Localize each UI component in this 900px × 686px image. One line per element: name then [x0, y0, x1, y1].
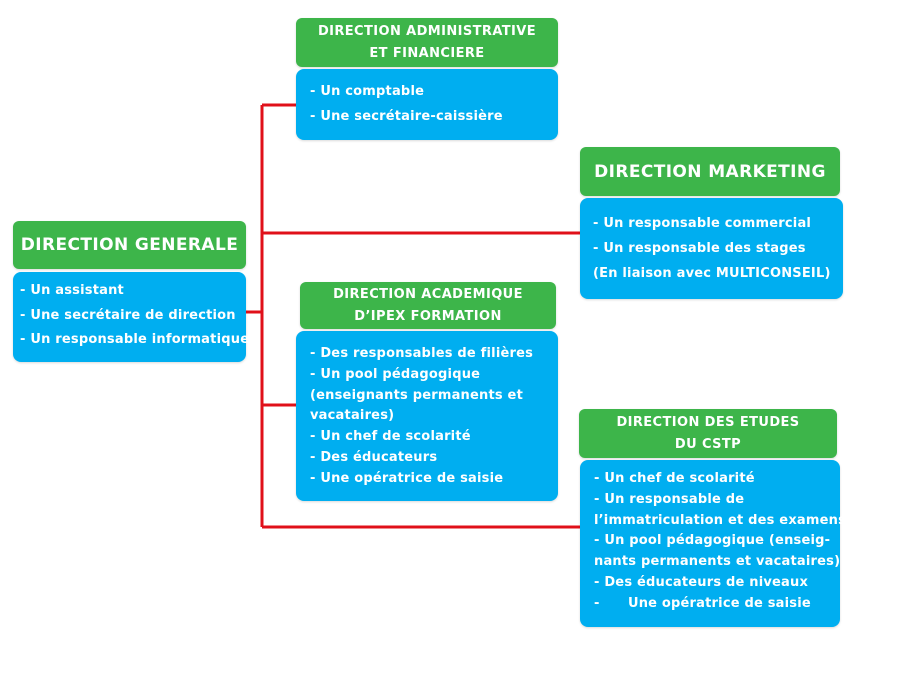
direction-marketing-title: DIRECTION MARKETING [594, 161, 826, 182]
direction-etudes-body: - Un chef de scolarité - Un responsable … [580, 460, 847, 627]
list-item: - Une opératrice de saisie [310, 470, 504, 486]
direction-academique-title-line2: D’IPEX FORMATION [354, 308, 502, 324]
list-item: (En liaison avec MULTICONSEIL) [593, 266, 831, 281]
direction-marketing-header: DIRECTION MARKETING [580, 147, 840, 196]
list-item: - Une secrétaire-caissière [310, 109, 503, 124]
list-item: - Un comptable [310, 84, 425, 99]
direction-marketing-body: - Un responsable commercial - Un respons… [580, 198, 843, 299]
list-item: - Un chef de scolarité [310, 429, 471, 445]
direction-generale-header: DIRECTION GENERALE [13, 221, 246, 269]
direction-generale-body: - Un assistant - Une secrétaire de direc… [13, 272, 250, 362]
list-item: - Une secrétaire de direction [20, 307, 236, 323]
list-item: (enseignants permanents et [310, 387, 523, 403]
list-item: - Un responsable commercial [593, 216, 812, 231]
direction-administrative-title-line2: ET FINANCIERE [369, 45, 485, 61]
direction-academique-header: DIRECTION ACADEMIQUE D’IPEX FORMATION [300, 282, 556, 329]
list-item: - Des éducateurs de niveaux [594, 574, 809, 590]
list-item: - Des responsables de filières [310, 346, 534, 361]
direction-administrative-header: DIRECTION ADMINISTRATIVE ET FINANCIERE [296, 18, 558, 67]
direction-etudes-title-line1: DIRECTION DES ETUDES [616, 414, 800, 430]
list-item: - Un assistant [20, 283, 124, 298]
direction-administrative-body: - Un comptable - Une secrétaire-caissièr… [296, 69, 558, 140]
direction-administrative-title-line1: DIRECTION ADMINISTRATIVE [317, 23, 537, 39]
list-item: nants permanents et vacataires) [594, 554, 841, 570]
list-item: - Des éducateurs [310, 449, 438, 465]
list-item: vacataires) [310, 408, 395, 424]
list-item: - Un pool pédagogique (enseig- [594, 533, 831, 549]
list-item: - Une opératrice de saisie [594, 595, 811, 611]
direction-academique-title-line1: DIRECTION ACADEMIQUE [333, 286, 523, 302]
list-item: - Un responsable de [594, 491, 745, 507]
list-item: - Un responsable informatique [20, 332, 250, 347]
direction-etudes-header: DIRECTION DES ETUDES DU CSTP [579, 409, 837, 458]
direction-etudes-title-line2: DU CSTP [674, 436, 742, 452]
list-item: - Un pool pédagogique [310, 366, 481, 382]
direction-academique-body: - Des responsables de filières - Un pool… [296, 331, 558, 501]
direction-generale-title: DIRECTION GENERALE [20, 235, 239, 255]
list-item: - Un chef de scolarité [594, 471, 755, 486]
list-item: - Un responsable des stages [593, 241, 806, 256]
list-item: l’immatriculation et des examens [594, 512, 847, 528]
